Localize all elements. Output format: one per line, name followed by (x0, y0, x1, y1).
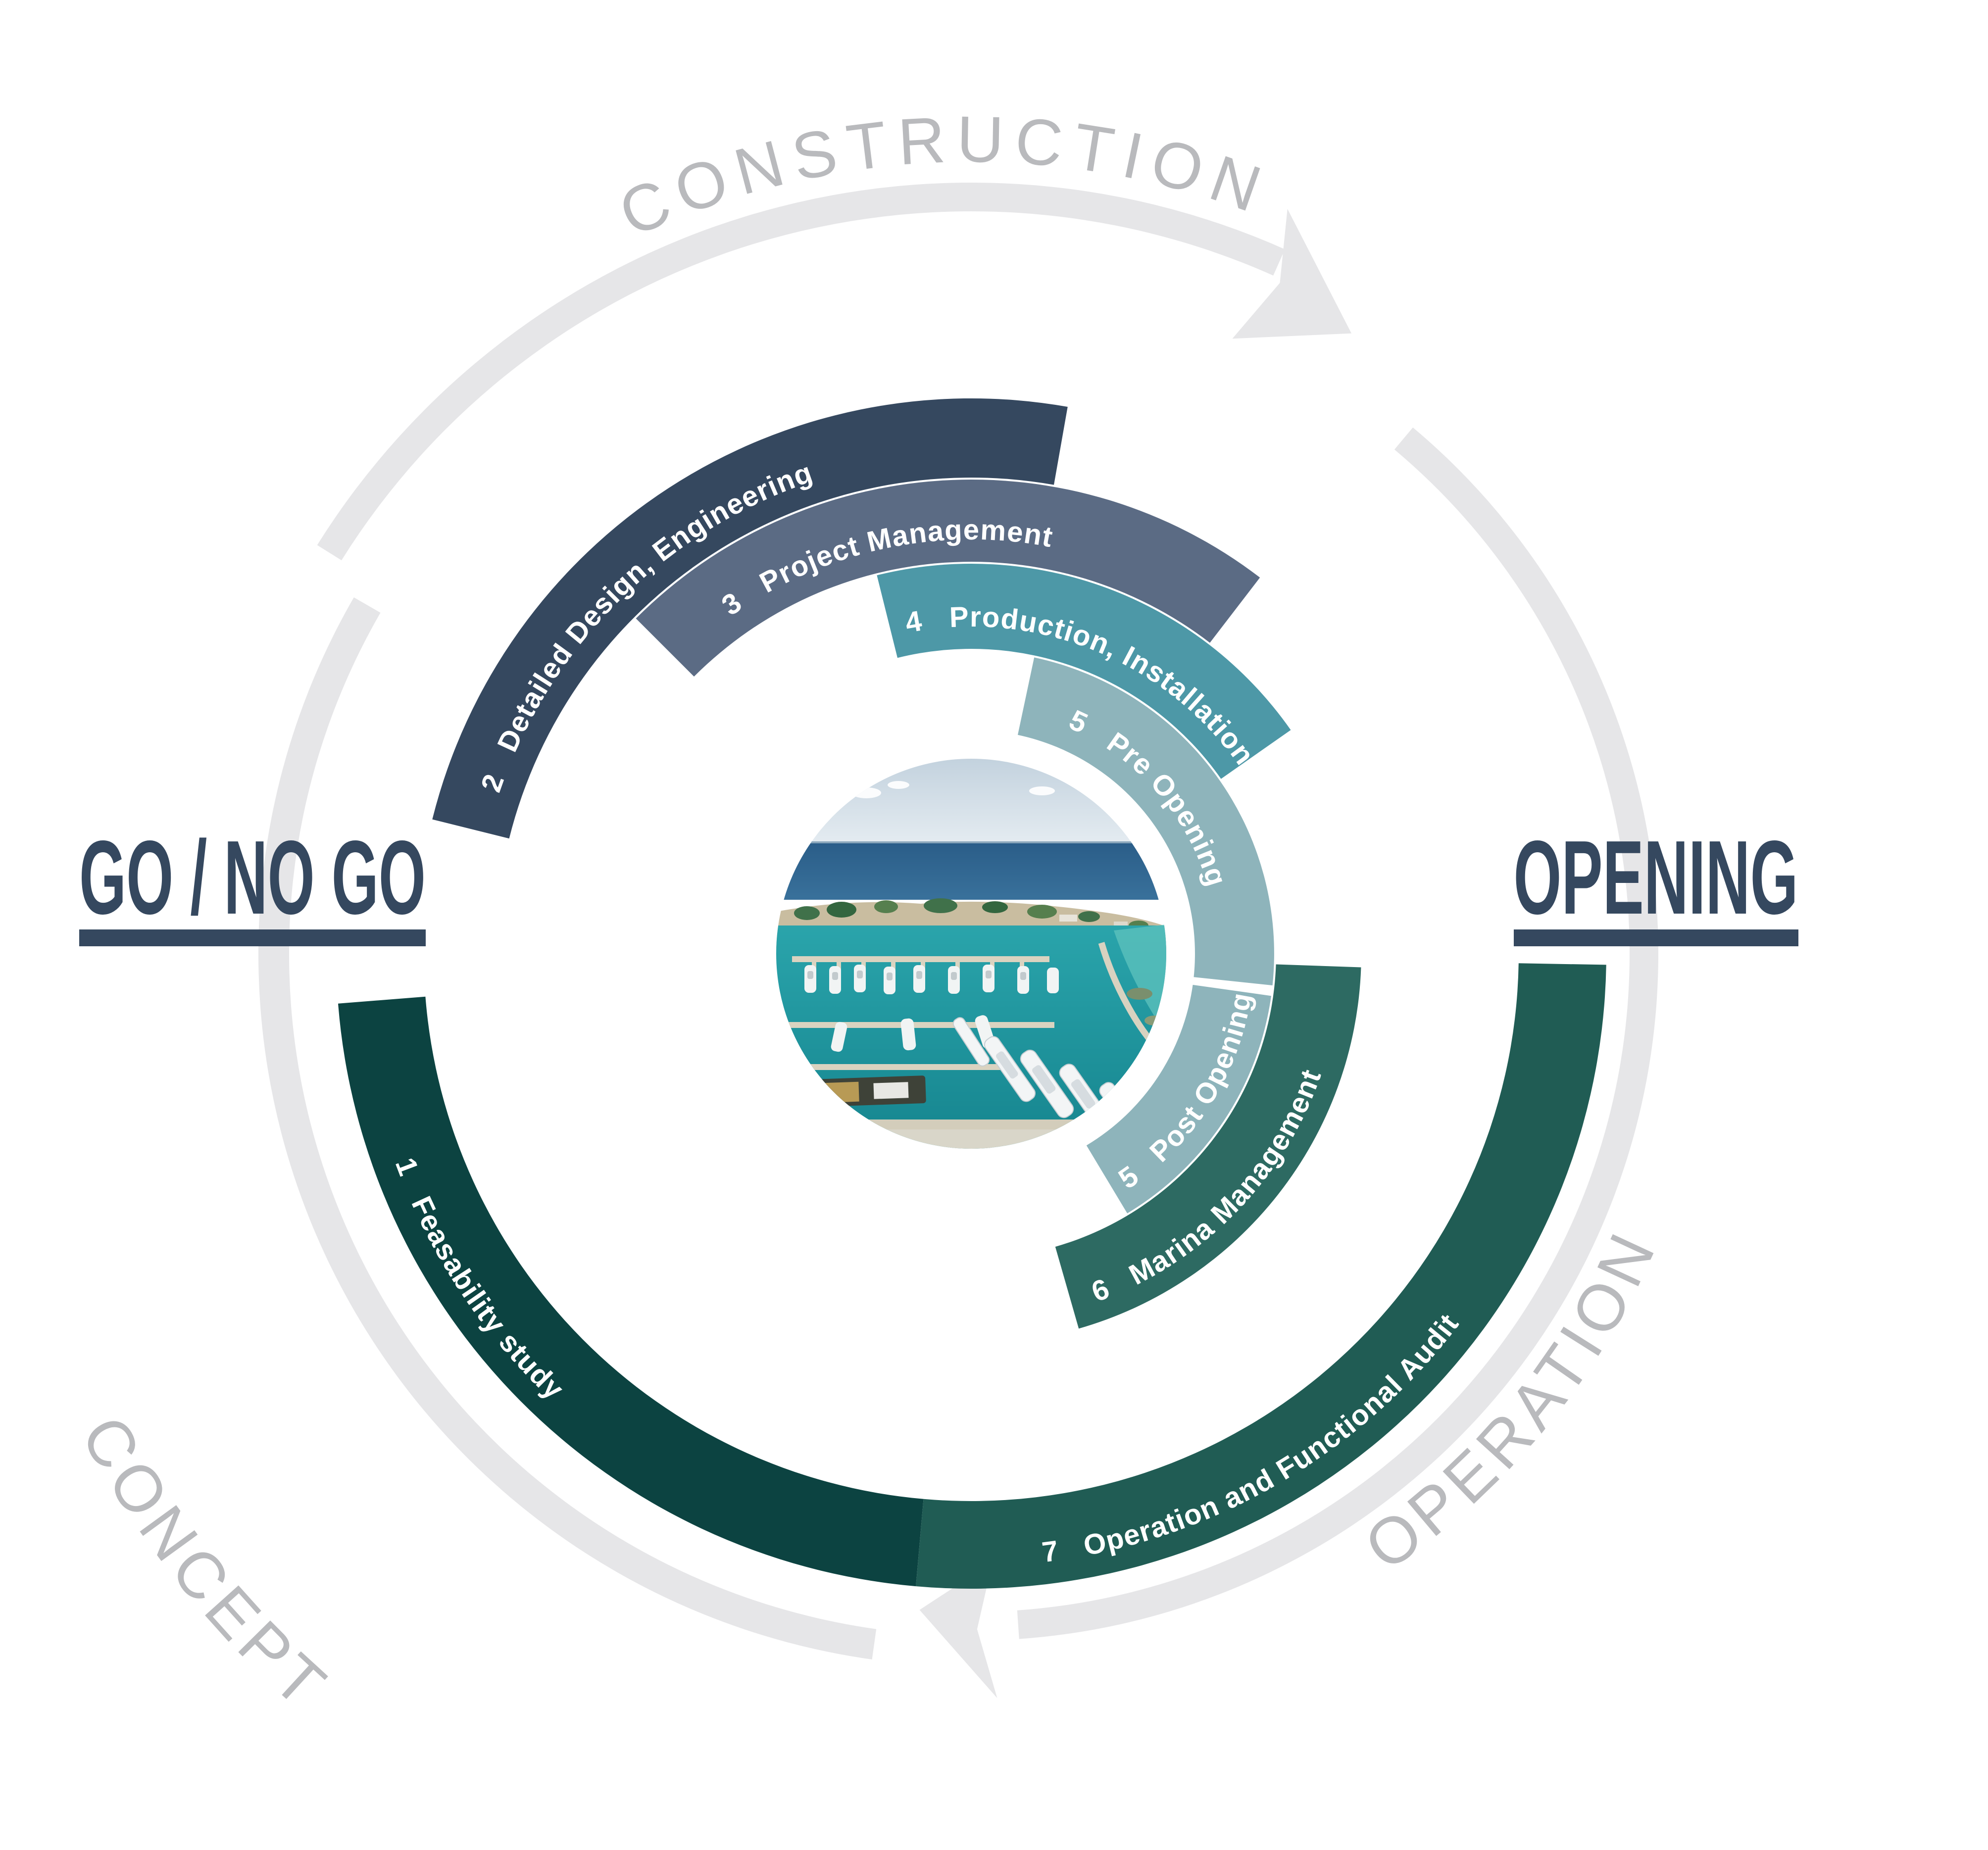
marina-aerial-photo (776, 759, 1166, 1149)
photo-tugboat (811, 1075, 926, 1107)
opening-underline (1514, 929, 1798, 946)
photo-islet (1144, 1016, 1164, 1025)
phase-segments (338, 398, 1606, 1589)
flow-arc-1 (317, 182, 1285, 561)
flow-arrowhead-top (1232, 209, 1352, 339)
segment-4-arc (877, 563, 1291, 779)
phase-label-concept: CONCEPT (67, 1404, 343, 1725)
segment-7-arc (916, 963, 1606, 1589)
segment-1-arc (338, 996, 924, 1587)
segment-3-arc (636, 480, 1260, 677)
flow-arc-3 (258, 597, 877, 1659)
photo-building (1059, 915, 1077, 922)
opening-label: OPENING (1514, 819, 1798, 936)
segment-5pre-arc (1018, 657, 1274, 985)
milestone-go-no-go: GO / NO GO (79, 819, 426, 946)
go-no-go-label: GO / NO GO (79, 819, 426, 936)
photo-ocean (776, 841, 1166, 900)
photo-horizon (776, 841, 1166, 843)
photo-lagoon (1114, 925, 1166, 1034)
flow-arrowhead-bottom (919, 1562, 997, 1699)
segment-6-arc (1055, 964, 1361, 1329)
flow-arrow-ring (258, 182, 1659, 1699)
go-no-go-underline (79, 929, 426, 946)
milestone-opening: OPENING (1514, 819, 1798, 946)
segment-5post-arc (1086, 984, 1271, 1214)
photo-islet (1127, 988, 1152, 1000)
segment-2-arc (432, 398, 1068, 839)
